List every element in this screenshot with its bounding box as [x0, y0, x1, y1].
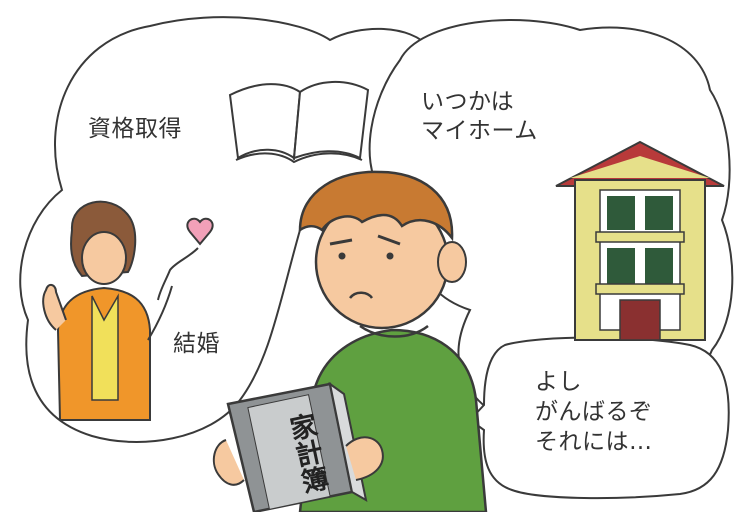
hand-left	[212, 439, 245, 486]
woman-waving-figure	[42, 200, 173, 421]
household-ledger-book	[226, 381, 368, 514]
my-home-line-1: いつかは	[421, 89, 515, 115]
qualification-label: 資格取得	[88, 116, 182, 142]
my-home-line-2: マイホーム	[421, 117, 538, 144]
speech-bubble	[468, 336, 730, 500]
hand-right	[345, 436, 384, 481]
my-home-label: いつかは マイホーム	[421, 88, 538, 146]
self-talk-line-3: それには…	[535, 428, 653, 455]
marriage-label: 結婚	[173, 331, 220, 357]
open-book-icon	[228, 80, 370, 164]
heart-icon	[157, 217, 214, 301]
self-talk-line-1: よし	[535, 369, 582, 395]
apartment-building-icon	[555, 140, 725, 341]
self-talk-line-2: がんばるぞ	[535, 398, 653, 425]
self-talk-text: よし がんばるぞ それには…	[535, 368, 653, 458]
